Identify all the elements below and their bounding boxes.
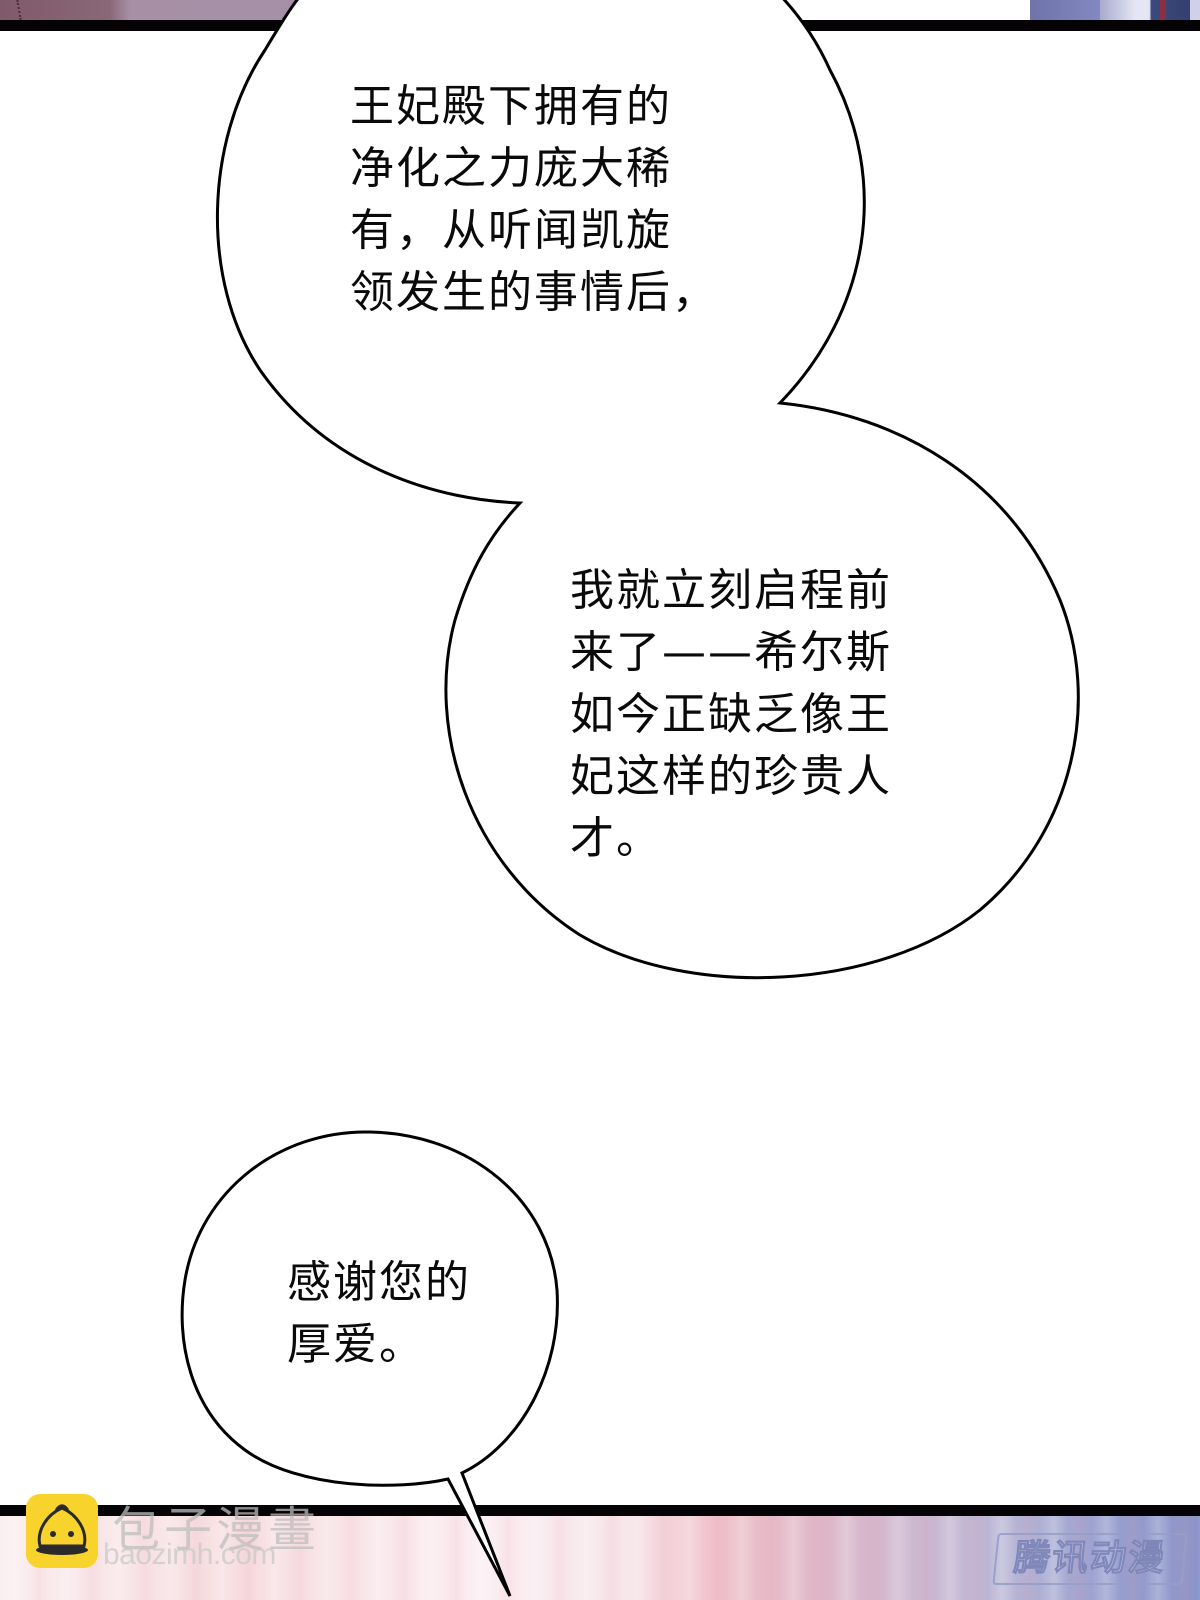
bubble-2-text: 我就立刻启程前 来了——希尔斯 如今正缺乏像王 妃这样的珍贵人 才。 [570, 565, 892, 864]
bubble-3-text: 感谢您的 厚爱。 [287, 1257, 471, 1370]
panel-border-bottom [0, 1505, 1200, 1516]
tencent-comics-watermark: 腾讯动漫 [992, 1533, 1188, 1585]
baozi-watermark-url: baozimh.com [103, 1538, 276, 1571]
baozi-watermark-text: 包子漫畫 [112, 1502, 321, 1558]
next-panel-strip [0, 1516, 1200, 1600]
uniform-stripe [1160, 0, 1166, 20]
character-sleeve [1100, 0, 1190, 20]
bubble-1-text: 王妃殿下拥有的 净化之力庞大稀 有，从听闻凯旋 领发生的事情后， [350, 81, 718, 318]
speech-bubble-small [180, 1130, 559, 1597]
baozi-logo-icon [26, 1494, 98, 1568]
light-streaks [0, 1516, 1200, 1600]
speech-bubble-combined [215, 0, 1080, 980]
